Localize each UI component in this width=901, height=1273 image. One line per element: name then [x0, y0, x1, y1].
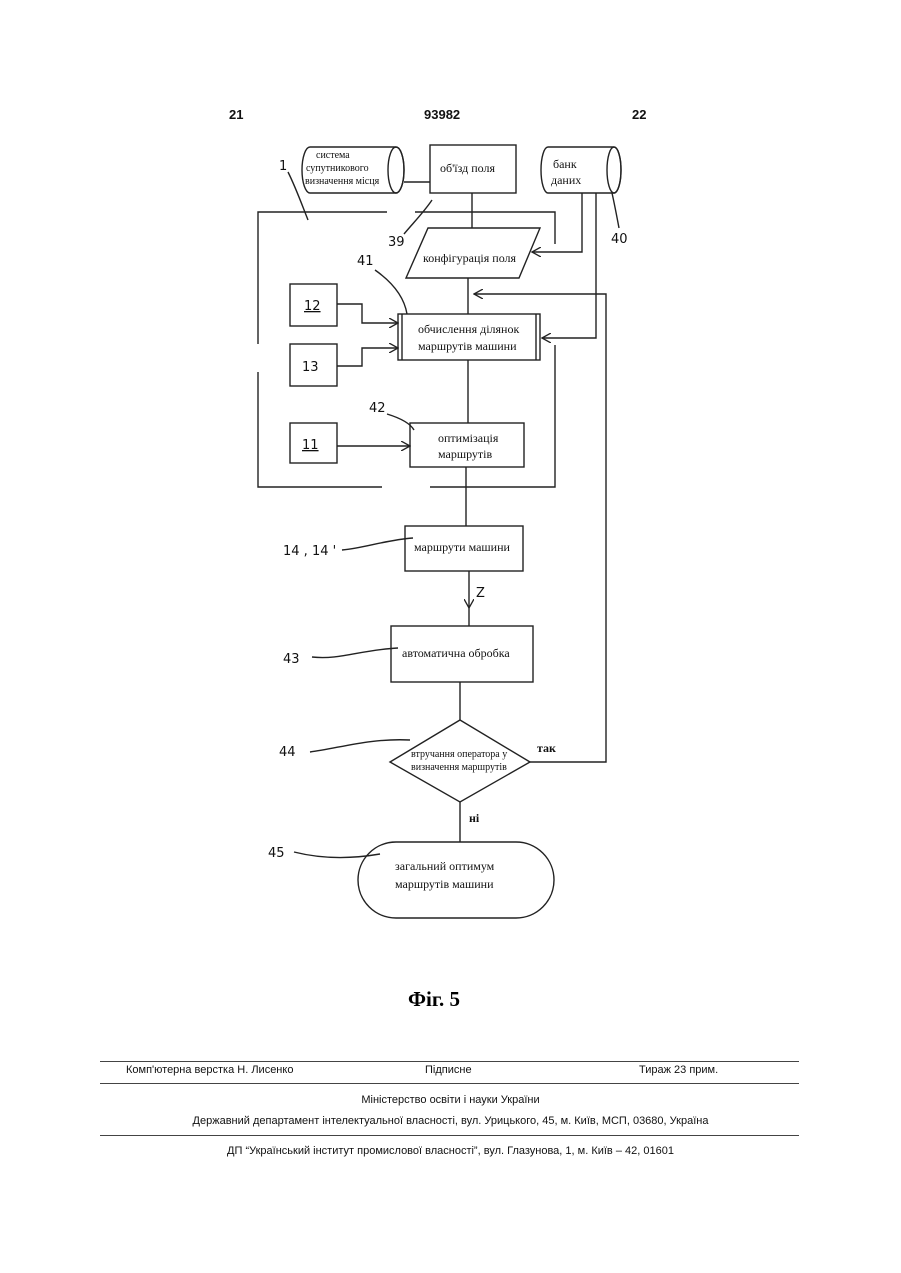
data-bank-line-1: банк	[553, 157, 577, 171]
ref-40: 40	[611, 232, 628, 247]
route-optimization-line-1: оптимізація	[438, 431, 499, 445]
ref-41: 41	[357, 254, 374, 269]
footer-layout-credit: Комп'ютерна верстка Н. Лисенко	[126, 1064, 293, 1076]
satellite-system-line-1: система	[316, 150, 350, 161]
global-optimum-line-2: маршрутів машини	[395, 877, 494, 891]
footer-rule-bottom	[100, 1135, 799, 1136]
ref-44: 44	[279, 745, 296, 760]
no-branch-label: ні	[469, 811, 480, 825]
yes-branch-label: так	[537, 741, 556, 755]
ref-14: 14 , 14 '	[283, 544, 336, 559]
operator-decision-line-1: втручання оператора у	[411, 749, 507, 760]
satellite-system-line-3: визначення місця	[305, 176, 380, 187]
global-optimum-line-1: загальний оптимум	[395, 859, 495, 873]
footer-circulation: Тираж 23 прим.	[639, 1064, 718, 1076]
ref-45: 45	[268, 846, 285, 861]
z-arrow-label: Z	[476, 586, 485, 601]
footer-rule-middle	[100, 1083, 799, 1084]
compute-route-sections-line-2: маршрутів машини	[418, 339, 517, 353]
figure-caption: Фіг. 5	[408, 987, 460, 1011]
field-configuration-label: конфігурація поля	[423, 251, 517, 265]
data-bank-cylinder: банк даних	[541, 147, 621, 193]
ref-1: 1	[279, 159, 287, 174]
satellite-system-cylinder: система супутникового визначення місця	[302, 147, 404, 193]
box-11-label: 11	[302, 438, 319, 453]
data-bank-line-2: даних	[551, 173, 581, 187]
ref-42: 42	[369, 401, 386, 416]
footer-institute: ДП “Український інститут промислової вла…	[0, 1145, 901, 1157]
operator-decision-diamond	[390, 720, 530, 802]
operator-decision-line-2: визначення маршрутів	[411, 762, 507, 773]
satellite-system-line-2: супутникового	[306, 163, 369, 174]
compute-route-sections-box	[398, 314, 540, 360]
route-optimization-line-2: маршрутів	[438, 447, 492, 461]
machine-routes-label: маршрути машини	[414, 540, 511, 554]
footer-rule-top	[100, 1061, 799, 1062]
footer-signed: Підписне	[425, 1064, 472, 1076]
footer-ministry: Міністерство освіти і науки України	[0, 1094, 901, 1106]
box-13-label: 13	[302, 360, 319, 375]
automatic-processing-label: автоматична обробка	[402, 646, 510, 660]
footer-department: Державний департамент інтелектуальної вл…	[0, 1115, 901, 1127]
ref-39: 39	[388, 235, 405, 250]
ref-43: 43	[283, 652, 300, 667]
field-survey-label: об'їзд поля	[440, 161, 495, 175]
box-12-label: 12	[304, 299, 321, 314]
compute-route-sections-line-1: обчислення ділянок	[418, 322, 519, 336]
